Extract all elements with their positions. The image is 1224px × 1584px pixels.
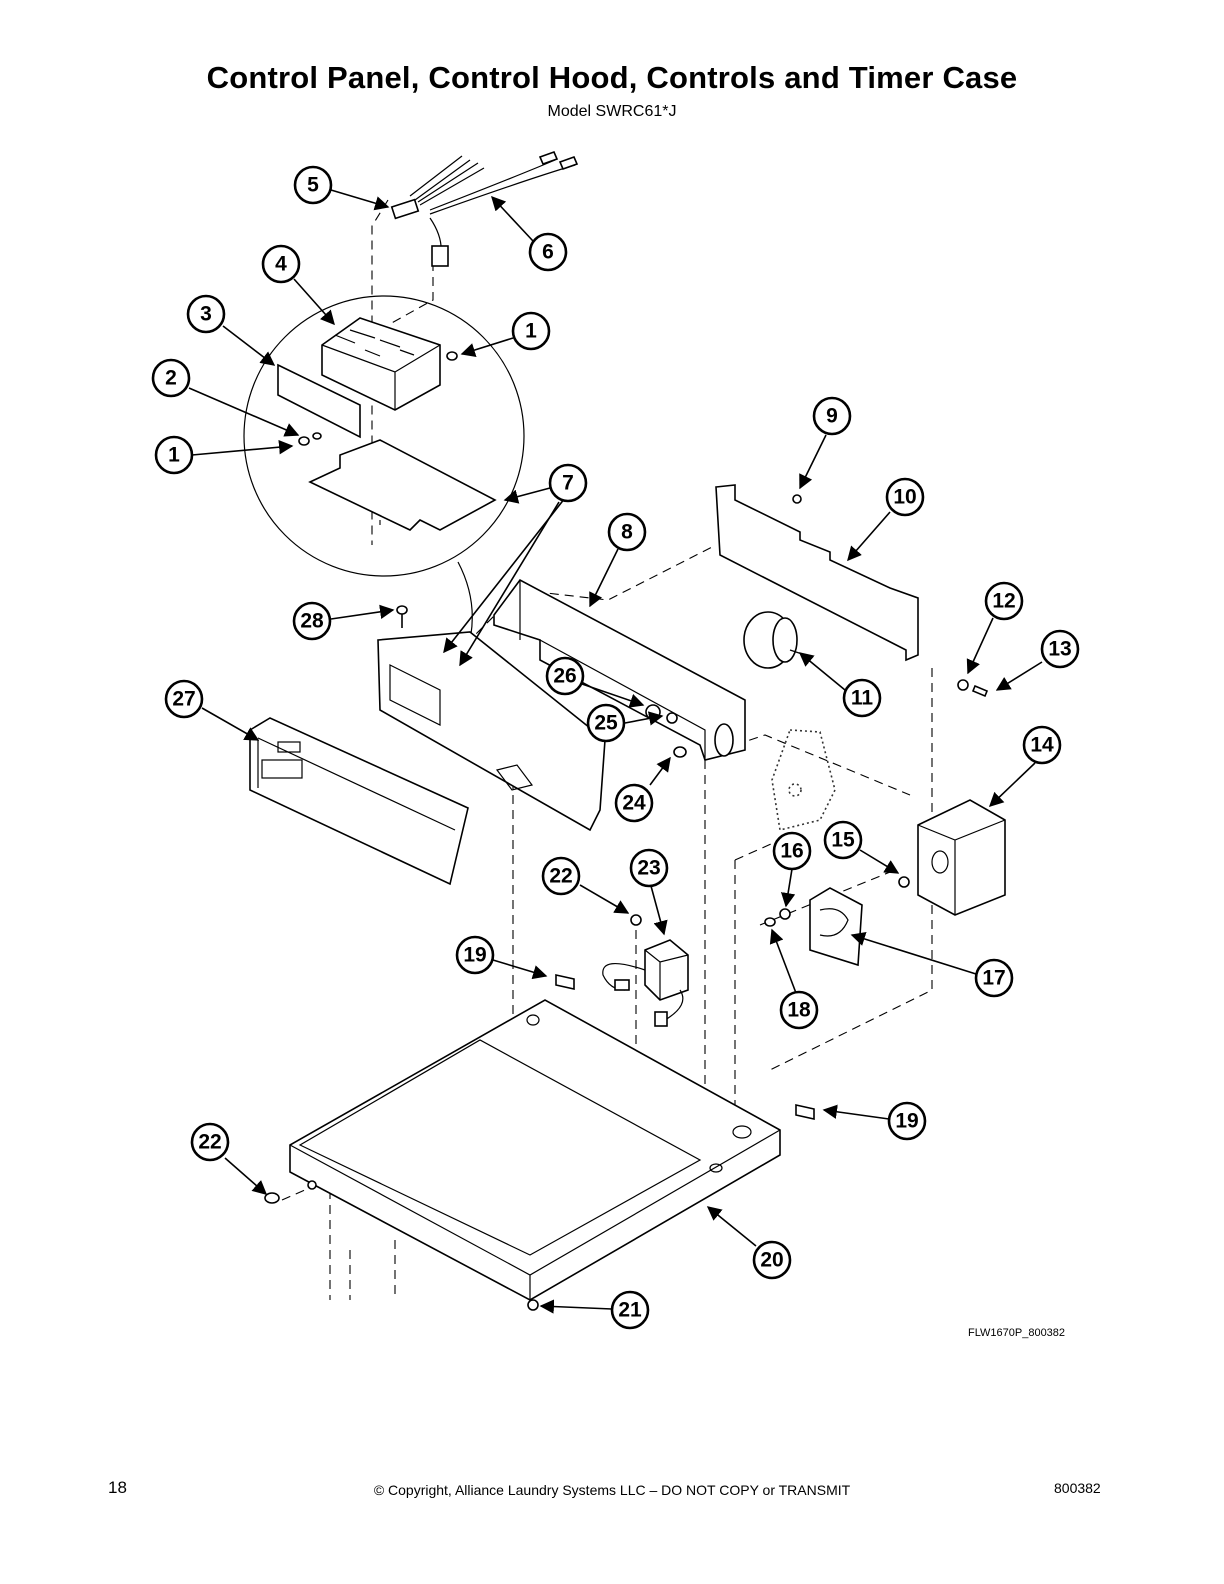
svg-text:7: 7 bbox=[562, 472, 574, 495]
svg-text:3: 3 bbox=[200, 303, 212, 326]
callout-25: 25 bbox=[586, 703, 626, 743]
callout-4: 4 bbox=[261, 244, 301, 284]
callout-7: 7 bbox=[548, 463, 588, 503]
svg-text:10: 10 bbox=[893, 486, 916, 509]
callout-21: 21 bbox=[610, 1290, 650, 1330]
detail-circle bbox=[243, 295, 525, 577]
svg-text:23: 23 bbox=[637, 857, 660, 880]
callout-3: 3 bbox=[186, 294, 226, 334]
transformer bbox=[602, 939, 689, 1027]
svg-text:13: 13 bbox=[1048, 638, 1071, 661]
svg-text:20: 20 bbox=[760, 1249, 783, 1272]
callout-19-left: 19 bbox=[455, 935, 495, 975]
wire-harness bbox=[390, 150, 579, 267]
callout-8: 8 bbox=[607, 512, 647, 552]
dotted-gasket bbox=[771, 729, 836, 831]
overlay-panel bbox=[249, 717, 469, 886]
detail-link-line bbox=[457, 561, 473, 641]
svg-text:25: 25 bbox=[594, 712, 618, 735]
copyright-notice: © Copyright, Alliance Laundry Systems LL… bbox=[373, 1482, 851, 1498]
callout-2: 2 bbox=[151, 358, 191, 398]
callout-9: 9 bbox=[812, 396, 852, 436]
svg-text:19: 19 bbox=[895, 1110, 918, 1133]
callout-26: 26 bbox=[545, 656, 585, 696]
panel-bracket bbox=[715, 484, 919, 662]
svg-text:14: 14 bbox=[1030, 734, 1054, 757]
svg-text:6: 6 bbox=[542, 241, 554, 264]
callout-22-left: 22 bbox=[190, 1122, 230, 1162]
svg-text:22: 22 bbox=[198, 1131, 221, 1154]
svg-text:22: 22 bbox=[549, 865, 572, 888]
mounting-plate bbox=[809, 887, 863, 967]
callout-17: 17 bbox=[974, 958, 1014, 998]
document-number: 800382 bbox=[1054, 1480, 1101, 1496]
svg-text:21: 21 bbox=[618, 1299, 642, 1322]
svg-text:17: 17 bbox=[982, 967, 1005, 990]
callout-16: 16 bbox=[772, 831, 812, 871]
callout-1-left: 1 bbox=[154, 435, 194, 475]
svg-text:24: 24 bbox=[622, 792, 646, 815]
washer-top bbox=[289, 999, 781, 1301]
callout-24: 24 bbox=[614, 783, 654, 823]
svg-text:9: 9 bbox=[826, 405, 838, 428]
callout-13: 13 bbox=[1040, 629, 1080, 669]
callout-14: 14 bbox=[1022, 725, 1062, 765]
control-board bbox=[321, 317, 441, 411]
callout-11: 11 bbox=[842, 678, 882, 718]
svg-text:26: 26 bbox=[553, 665, 576, 688]
callout-19-right: 19 bbox=[887, 1101, 927, 1141]
svg-text:5: 5 bbox=[307, 174, 319, 197]
callout-bubbles: 5 6 4 1 3 2 1 7 9 10 8 28 12 13 27 26 11… bbox=[151, 165, 1080, 1330]
callout-27: 27 bbox=[164, 679, 204, 719]
svg-text:12: 12 bbox=[992, 590, 1015, 613]
page-title: Control Panel, Control Hood, Controls an… bbox=[206, 60, 1018, 95]
svg-text:19: 19 bbox=[463, 944, 486, 967]
page-number: 18 bbox=[108, 1478, 127, 1497]
svg-text:16: 16 bbox=[780, 840, 803, 863]
drawing-code: FLW1670P_800382 bbox=[968, 1327, 1066, 1339]
svg-text:28: 28 bbox=[300, 610, 324, 633]
svg-text:18: 18 bbox=[787, 999, 811, 1022]
callout-22-mid: 22 bbox=[541, 856, 581, 896]
svg-text:2: 2 bbox=[165, 367, 177, 390]
callout-28: 28 bbox=[292, 601, 332, 641]
control-hood bbox=[493, 578, 746, 761]
svg-text:8: 8 bbox=[621, 521, 633, 544]
svg-text:27: 27 bbox=[172, 688, 195, 711]
tray bbox=[308, 439, 497, 531]
callout-12: 12 bbox=[984, 581, 1024, 621]
callout-leaders bbox=[188, 189, 1043, 1314]
callout-6: 6 bbox=[528, 232, 568, 272]
callout-23: 23 bbox=[629, 848, 669, 888]
svg-text:1: 1 bbox=[168, 444, 180, 467]
control-panel bbox=[377, 631, 606, 832]
timer bbox=[743, 611, 803, 669]
svg-text:4: 4 bbox=[275, 253, 287, 276]
timer-case bbox=[917, 799, 1006, 916]
svg-text:15: 15 bbox=[831, 829, 855, 852]
callout-20: 20 bbox=[752, 1240, 792, 1280]
model-subtitle: Model SWRC61*J bbox=[547, 103, 677, 120]
callout-18: 18 bbox=[779, 990, 819, 1030]
bracket bbox=[277, 363, 361, 439]
svg-text:11: 11 bbox=[851, 687, 874, 710]
callout-5: 5 bbox=[293, 165, 333, 205]
callout-1-top: 1 bbox=[511, 311, 551, 351]
svg-text:1: 1 bbox=[525, 320, 537, 343]
callout-10: 10 bbox=[885, 477, 925, 517]
callout-15: 15 bbox=[823, 820, 863, 860]
